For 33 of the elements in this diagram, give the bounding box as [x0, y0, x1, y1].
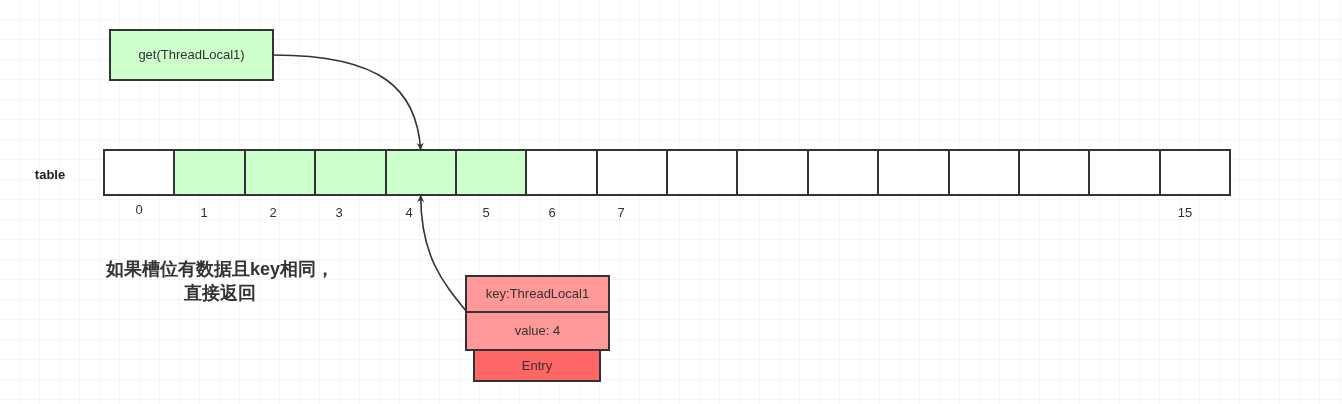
index-number: 1: [199, 204, 209, 222]
array-label: table: [33, 166, 67, 184]
table-slot: [806, 149, 880, 196]
note-text: 如果槽位有数据且key相同，直接返回: [105, 258, 335, 305]
curved-arrow: [272, 54, 424, 151]
index-number: 5: [481, 204, 491, 222]
index-number: 3: [334, 204, 344, 222]
curved-arrow: [417, 194, 468, 313]
index-number: 15: [1176, 204, 1194, 222]
table-slot: [243, 149, 317, 196]
table-slot: [736, 149, 809, 196]
index-number: 4: [404, 204, 414, 222]
table-slot: [103, 149, 176, 196]
table-slot: [173, 149, 246, 196]
table-slot: [947, 149, 1020, 196]
table-slot: [666, 149, 739, 196]
index-number: 6: [547, 204, 557, 222]
table-slot: [595, 149, 668, 196]
entry-field-box: Entry: [473, 349, 601, 382]
entry-field-box: key:ThreadLocal1: [465, 275, 610, 313]
table-slot: [1017, 149, 1091, 196]
index-number: 2: [268, 204, 278, 222]
table-slot: [877, 149, 950, 196]
index-number: 0: [134, 201, 144, 219]
table-slot: [525, 149, 598, 196]
entry-field-box: value: 4: [465, 311, 610, 351]
table-slot: [314, 149, 387, 196]
table-slot: [1158, 149, 1231, 196]
index-number: 7: [616, 204, 626, 222]
table-slot: [1088, 149, 1161, 196]
method-call-box: get(ThreadLocal1): [109, 29, 274, 81]
table-slot: [454, 149, 528, 196]
table-slot: [384, 149, 457, 196]
